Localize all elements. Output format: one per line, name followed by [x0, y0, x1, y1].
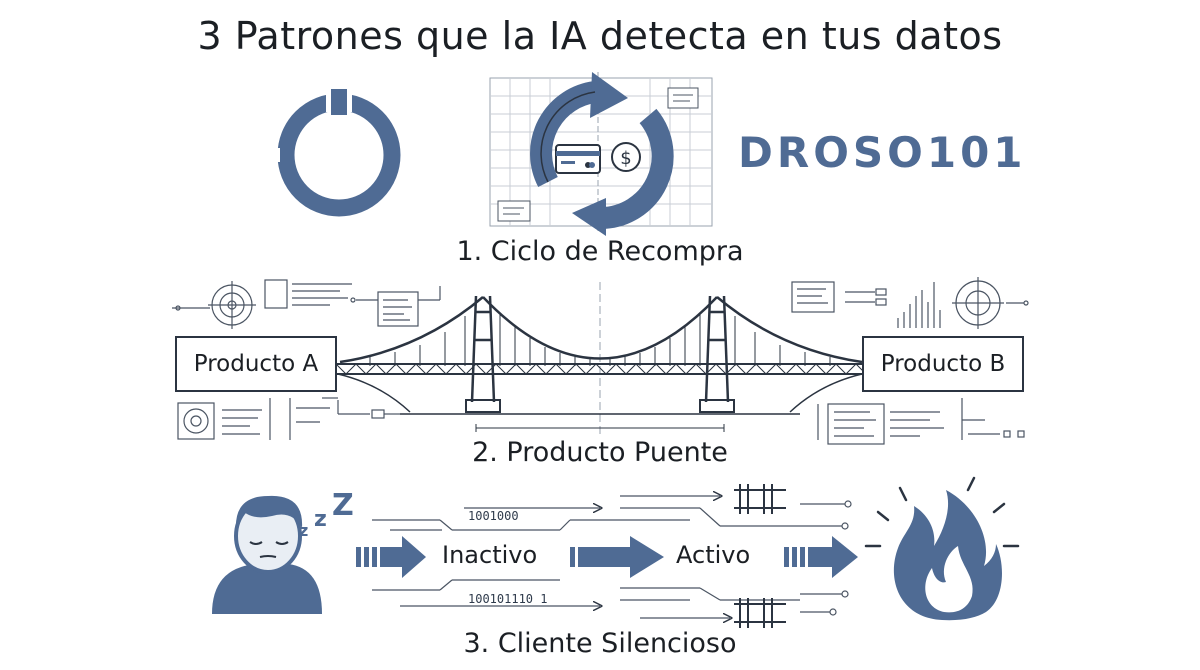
- brand-logo: DROSO101: [738, 128, 1027, 177]
- ring-logo-icon: [272, 82, 401, 217]
- fire-icon: [864, 476, 1020, 621]
- tech-schematic-left: [172, 279, 441, 440]
- state-inactivo: Inactivo: [442, 541, 538, 569]
- binary-top: 1001000: [468, 509, 519, 523]
- sleep-z-mid: z: [314, 507, 327, 532]
- pattern-2-caption: 2. Producto Puente: [472, 437, 728, 468]
- arrow-to-activo: [570, 536, 664, 578]
- page-title: 3 Patrones que la IA detecta en tus dato…: [197, 14, 1003, 58]
- binary-bottom: 100101110 1: [468, 592, 548, 606]
- pattern-1-caption: 1. Ciclo de Recompra: [456, 236, 744, 267]
- sleeping-person-icon: [212, 495, 322, 614]
- recycle-arrows-icon: [530, 72, 674, 236]
- sleep-z-big: Z: [332, 488, 354, 523]
- credit-card-icon: [555, 144, 601, 174]
- sleep-z-small: z: [299, 521, 309, 540]
- state-activo: Activo: [676, 541, 751, 569]
- arrow-to-fire: [784, 536, 858, 578]
- pattern-3-caption: 3. Cliente Silencioso: [463, 628, 737, 659]
- arrow-to-inactivo: [356, 536, 426, 578]
- dollar-coin-icon: $: [611, 142, 641, 172]
- suspension-bridge-icon: [335, 282, 937, 438]
- tech-schematic-right: [791, 277, 1029, 445]
- svg-text:$: $: [620, 148, 631, 169]
- producto-a-box: Producto A: [175, 336, 337, 392]
- flow-circuit-lines: [372, 484, 852, 628]
- producto-b-box: Producto B: [862, 336, 1024, 392]
